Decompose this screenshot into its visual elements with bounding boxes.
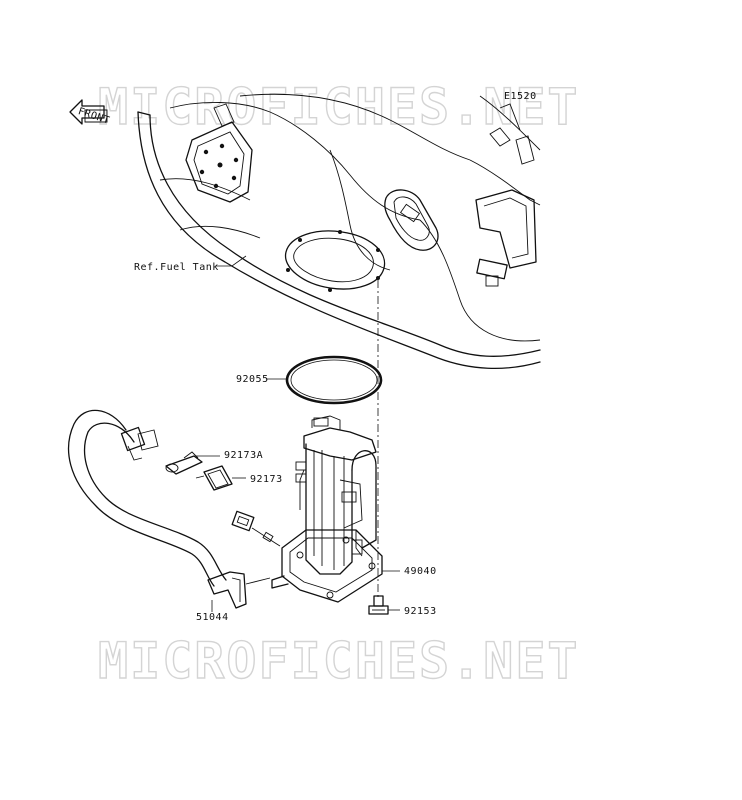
tank-mount-gasket: [284, 230, 386, 292]
label-51044: 51044: [196, 612, 229, 623]
label-92173a: 92173A: [224, 450, 263, 461]
label-92055: 92055: [236, 374, 269, 385]
fuel-tank-outline: [137, 93, 541, 370]
part-92055-o-ring: [285, 355, 383, 405]
part-92173-clamp: [195, 465, 233, 491]
part-51044-fuel-hose: [67, 409, 271, 609]
label-49040: 49040: [404, 566, 437, 577]
filler-cap-plate: [185, 103, 253, 203]
tank-bracket: [384, 189, 439, 251]
part-49040-fuel-pump: [271, 415, 383, 603]
watermark-top: MICROFICHES.NET: [98, 78, 580, 136]
label-92153: 92153: [404, 606, 437, 617]
watermark-bottom: MICROFICHES.NET: [98, 632, 580, 690]
part-92153-bolt: [368, 595, 389, 615]
label-ref-fuel-tank: Ref.Fuel Tank: [134, 262, 219, 273]
part-92173a-clamp: [165, 451, 203, 475]
tank-side-mount: [475, 103, 537, 287]
diagram-code: E1520: [504, 91, 537, 102]
pump-connector: [231, 510, 281, 547]
label-92173: 92173: [250, 474, 283, 485]
